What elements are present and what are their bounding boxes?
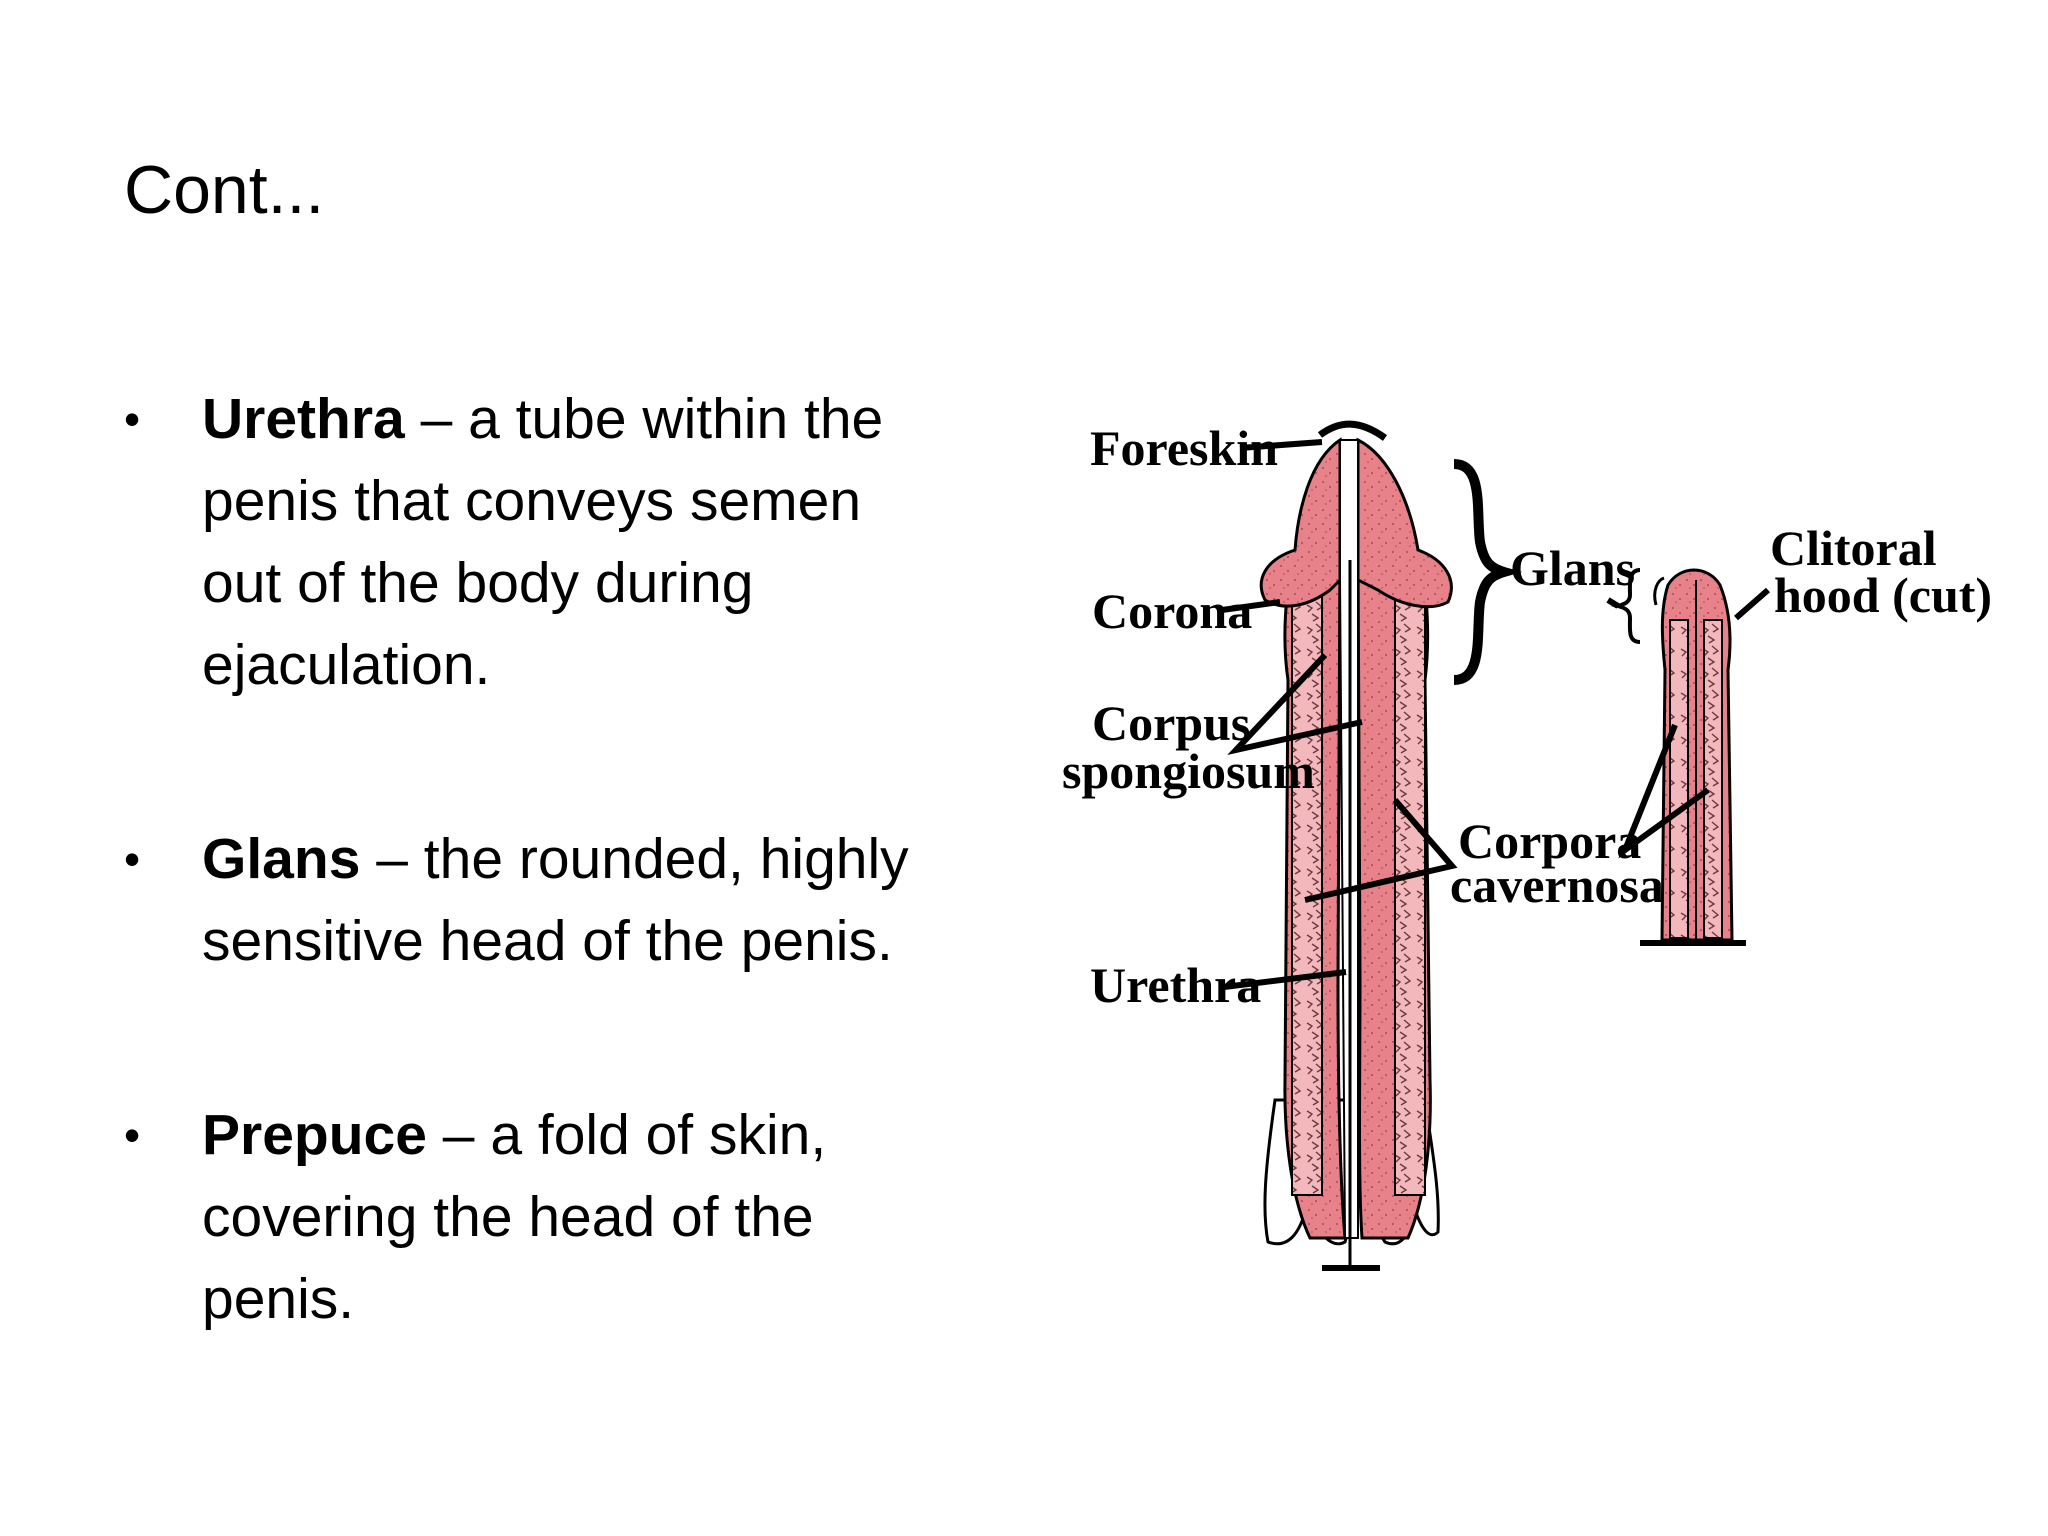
glans-left [1259, 437, 1342, 608]
leader-lines [1221, 439, 1770, 990]
label-corpus-line1: Corpus [1092, 695, 1250, 751]
bullet-text-line: ejaculation. [202, 633, 491, 697]
leader-corpus-spongiosum [1227, 652, 1363, 756]
leader-urethra [1223, 969, 1347, 990]
label-corpora-line1: Corpora [1458, 813, 1641, 869]
clitoris-figure [1640, 568, 1746, 946]
bullet-text-line: penis. [202, 1267, 355, 1331]
label-corona: Corona [1092, 583, 1252, 639]
corpus-spongiosum-strip [1291, 584, 1323, 1196]
bullet-term: Prepuce [202, 1103, 427, 1167]
bullet-text-line: out of the body during [202, 551, 754, 615]
label-clitoral-line2: hood (cut) [1774, 567, 1992, 623]
bullet-urethra: • Urethra – a tube within the penis that… [124, 378, 1024, 706]
foreskin-cap [1317, 420, 1388, 441]
bullet-icon: • [124, 1109, 141, 1161]
clitoral-hood-curve [1653, 576, 1665, 606]
bullet-glans: • Glans – the rounded, highly sensitive … [124, 818, 1024, 982]
bullet-term: Urethra [202, 387, 405, 451]
clitoris-sponge-left [1669, 619, 1689, 939]
label-corpus-line2: spongiosum [1062, 743, 1315, 799]
label-urethra: Urethra [1090, 957, 1261, 1013]
bullet-term: Glans [202, 827, 361, 891]
anatomy-diagram-svg: Foreskin Corona Corpus spongiosum Urethr… [1062, 420, 1992, 1271]
slide-title: Cont... [124, 152, 325, 228]
bullet-text-line: – a fold of skin, [426, 1103, 827, 1167]
label-foreskin: Foreskin [1090, 420, 1278, 476]
bullet-text-line: sensitive head of the penis. [202, 909, 893, 973]
bullet-list: • Urethra – a tube within the penis that… [124, 378, 1024, 1340]
bullet-icon: • [124, 393, 141, 445]
bullet-icon: • [124, 833, 141, 885]
bullet-text-line: – the rounded, highly [360, 827, 909, 891]
glans-right [1356, 437, 1453, 609]
label-corpora-line2: cavernosa [1450, 857, 1664, 913]
clitoris-sponge-right [1703, 619, 1723, 939]
bullet-text-line: – a tube within the [404, 387, 884, 451]
label-clitoral-line1: Clitoral [1770, 520, 1937, 576]
leader-glans-small [1606, 597, 1620, 609]
glans-brace-large [1453, 459, 1523, 685]
leader-foreskin [1239, 439, 1323, 451]
leader-corona [1221, 599, 1281, 613]
penis-figure [1259, 420, 1453, 1271]
corpora-cavernosa-strip [1394, 584, 1426, 1196]
bullet-text-line: penis that conveys semen [202, 469, 862, 533]
bullet-text-line: covering the head of the [202, 1185, 814, 1249]
leader-corpora-cavernosa [1304, 798, 1458, 903]
label-glans: Glans [1510, 540, 1635, 596]
anatomy-diagram: Foreskin Corona Corpus spongiosum Urethr… [1040, 380, 2000, 1280]
leader-clitoral-hood [1734, 587, 1770, 621]
bullet-prepuce: • Prepuce – a fold of skin, covering the… [124, 1094, 1024, 1340]
leader-corpora-cavernosa-clitoris [1618, 723, 1710, 859]
